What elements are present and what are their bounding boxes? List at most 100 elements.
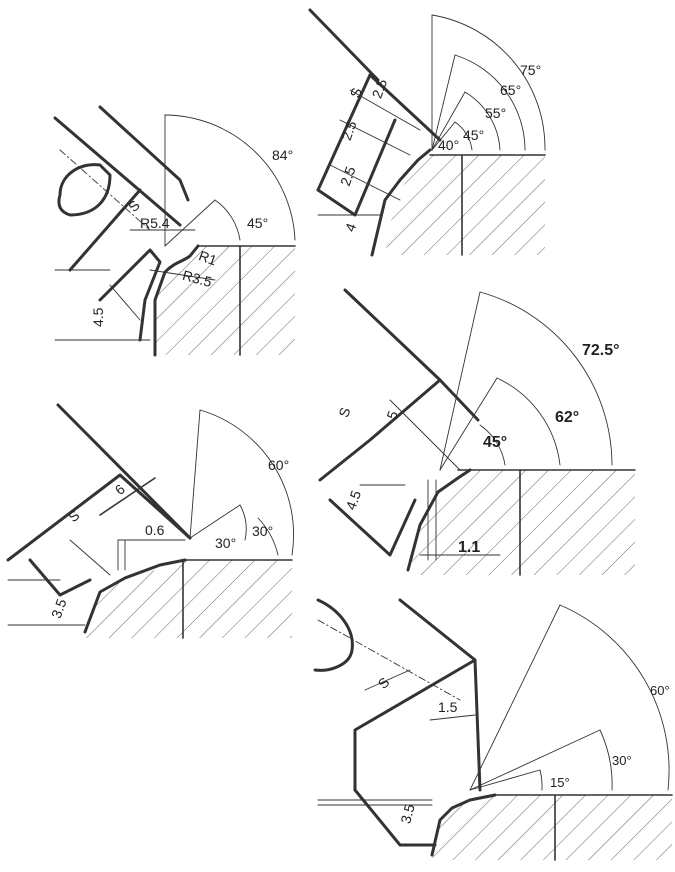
tube-top-line — [308, 8, 380, 82]
label-s: S — [347, 86, 365, 100]
label-dim-6: 6 — [112, 481, 128, 498]
label-angle-30b: 30° — [252, 523, 273, 539]
angle-arc-55 — [464, 91, 501, 151]
label-angle-725: 72.5° — [582, 342, 620, 359]
label-r1: R1 — [197, 247, 219, 268]
dim-line-45 — [109, 284, 141, 321]
tube-left-edge — [316, 73, 372, 192]
base-metal-hatch — [385, 155, 545, 255]
label-angle-60: 60° — [650, 683, 670, 698]
angle-ref-45 — [164, 199, 216, 247]
dim-line-6 — [99, 477, 156, 516]
label-angle-40: 40° — [438, 137, 459, 153]
tube-lower-edge — [28, 558, 92, 597]
angle-ref-30 — [469, 729, 601, 791]
angle-arc-45 — [454, 121, 473, 151]
tube-wall-line — [368, 73, 442, 142]
angle-arc-45 — [214, 199, 241, 241]
label-angle-30a: 30° — [215, 535, 236, 551]
label-dim-25c: 2.5 — [337, 164, 359, 188]
angle-arc-60 — [559, 604, 670, 791]
angle-arc-30a — [239, 504, 247, 541]
label-s: S — [65, 507, 82, 525]
tube-left-edge — [6, 473, 192, 562]
base-metal-hatch — [432, 795, 672, 860]
tube-outer-upper-line — [53, 116, 182, 227]
tube-top-line — [343, 288, 480, 422]
dim-line-15 — [429, 714, 476, 721]
dim-line-c — [349, 89, 421, 131]
angle-ref-65 — [431, 54, 456, 151]
tube-top-line — [398, 598, 482, 792]
angle-arc-65 — [454, 54, 526, 151]
label-dim-35: 3.5 — [397, 802, 418, 825]
label-angle-65: 65° — [500, 82, 521, 98]
dim-line-s — [69, 539, 111, 576]
label-dim-06: 0.6 — [145, 522, 165, 538]
tube-centerline — [59, 149, 151, 231]
angle-ref-30 — [189, 504, 241, 539]
angle-arc-45 — [479, 424, 506, 466]
tube-top-line — [56, 403, 192, 540]
label-s: S — [125, 197, 143, 215]
label-s: S — [335, 405, 353, 419]
weld-groove-profile — [83, 558, 187, 634]
joint-panel-top-right: 75° 65° 55° 45° 40° S 2.5 2.5 2.5 4 — [308, 8, 546, 257]
label-r54: R5.4 — [140, 215, 170, 231]
angle-ref-62 — [439, 377, 498, 471]
label-angle-45: 45° — [483, 434, 507, 451]
angle-arc-30 — [599, 729, 613, 791]
base-metal-hatch — [85, 560, 292, 638]
weld-groove-profile — [370, 148, 432, 257]
base-metal-hatch — [408, 470, 635, 575]
angle-ref-60 — [189, 409, 201, 539]
joint-panel-bottom-right: 60° 30° 15° S 1.5 3.5 — [313, 598, 673, 861]
label-angle-75: 75° — [520, 62, 541, 78]
label-dim-11: 1.1 — [458, 539, 480, 556]
label-dim-45: 4.5 — [342, 488, 364, 512]
label-dim-5: 5 — [383, 408, 401, 421]
label-dim-45: 4.5 — [90, 307, 106, 327]
angle-ref-60 — [469, 604, 561, 791]
angle-ref-45 — [431, 121, 456, 151]
label-angle-15: 15° — [550, 775, 570, 790]
joint-panel-middle-right: 72.5° 62° 45° S 5 4.5 1.1 — [318, 288, 636, 576]
angle-arc-725 — [479, 291, 613, 466]
joint-panel-middle-left: 60° 30° 30° S 6 0.6 3.5 — [6, 403, 295, 639]
tube-lower-edge — [353, 788, 437, 847]
angle-arc-62 — [496, 377, 561, 466]
label-s: S — [375, 674, 393, 692]
angle-arc-84 — [164, 114, 296, 241]
dim-line-5 — [389, 399, 461, 471]
base-metal-hatch — [155, 246, 295, 355]
label-angle-55: 55° — [485, 105, 506, 121]
label-dim-4: 4 — [342, 221, 360, 234]
label-angle-30: 30° — [612, 753, 632, 768]
label-angle-45: 45° — [463, 127, 484, 143]
tube-outer-line-2 — [98, 105, 190, 202]
tube-left-edge — [353, 658, 477, 792]
tube-end-rounded — [57, 163, 112, 217]
angle-ref-55 — [431, 91, 466, 151]
joint-lower-profile — [98, 248, 162, 342]
tube-end-rounded — [313, 598, 354, 672]
tube-left-edge — [68, 188, 142, 272]
weld-groove-profile — [406, 468, 472, 572]
angle-ref-15 — [469, 769, 541, 791]
label-dim-15: 1.5 — [438, 699, 458, 715]
angle-arc-75 — [431, 14, 546, 151]
angle-arc-15 — [539, 769, 543, 791]
dim-line-s — [364, 669, 411, 691]
dim-line-r35 — [149, 269, 216, 281]
tube-left-edge — [318, 378, 442, 482]
angle-ref-vertical — [439, 291, 481, 471]
label-dim-35: 3.5 — [48, 596, 70, 620]
label-angle-84: 84° — [272, 147, 293, 163]
angle-arc-30b — [257, 517, 279, 556]
angle-arc-60 — [199, 409, 295, 556]
dim-line-b — [339, 119, 411, 156]
label-dim-25b: 2.5 — [338, 118, 360, 142]
label-r35: R3.5 — [181, 267, 214, 290]
tube-centerline — [317, 619, 461, 701]
